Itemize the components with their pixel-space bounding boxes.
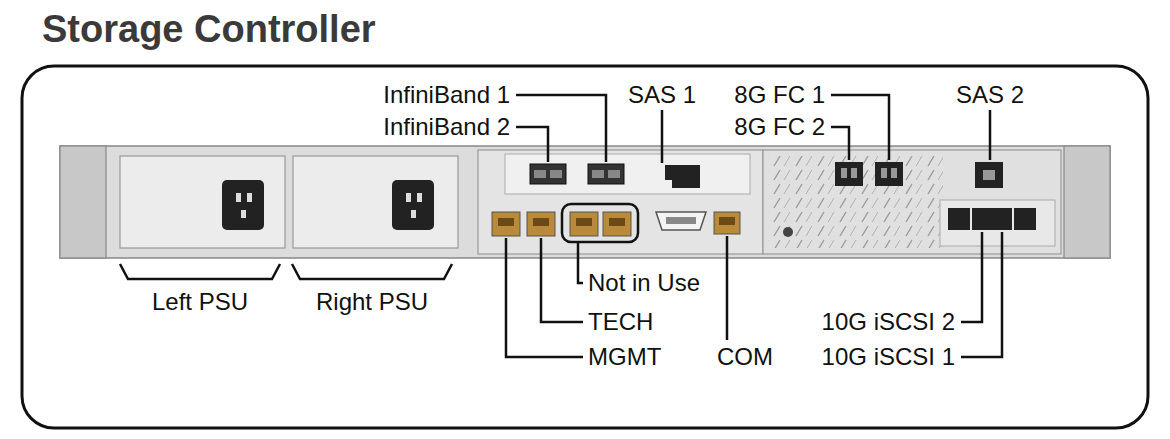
sas-port (665, 165, 700, 188)
right-psu (293, 156, 458, 248)
power-inlet (222, 180, 264, 230)
port-label: Not in Use (588, 271, 700, 295)
chassis (60, 146, 1110, 258)
port-label: SAS 1 (628, 83, 696, 107)
port-label: InfiniBand 1 (383, 83, 510, 107)
serial-port (656, 212, 706, 230)
left-ear (60, 146, 106, 258)
hba-module (763, 150, 1061, 254)
not-in-use-bracket (562, 204, 638, 242)
leader-lines (506, 95, 1002, 357)
port-label: InfiniBand 2 (383, 115, 510, 139)
port-label: 10G iSCSI 1 (822, 345, 955, 369)
frame (22, 66, 1148, 428)
psu-brackets (120, 264, 452, 279)
port-label: 8G FC 2 (734, 115, 825, 139)
port-label: MGMT (588, 345, 661, 369)
power-inlet (392, 180, 434, 230)
io-module (478, 150, 763, 254)
port-label: 10G iSCSI 2 (822, 310, 955, 334)
diagram-title: Storage Controller (42, 8, 376, 51)
port-label: Right PSU (316, 290, 428, 314)
port-label: TECH (588, 310, 653, 334)
right-ear (1064, 146, 1110, 258)
port-label: 8G FC 1 (734, 83, 825, 107)
port-label: Left PSU (152, 290, 248, 314)
port-label: SAS 2 (956, 83, 1024, 107)
left-psu (120, 156, 285, 248)
port-label: COM (717, 345, 773, 369)
